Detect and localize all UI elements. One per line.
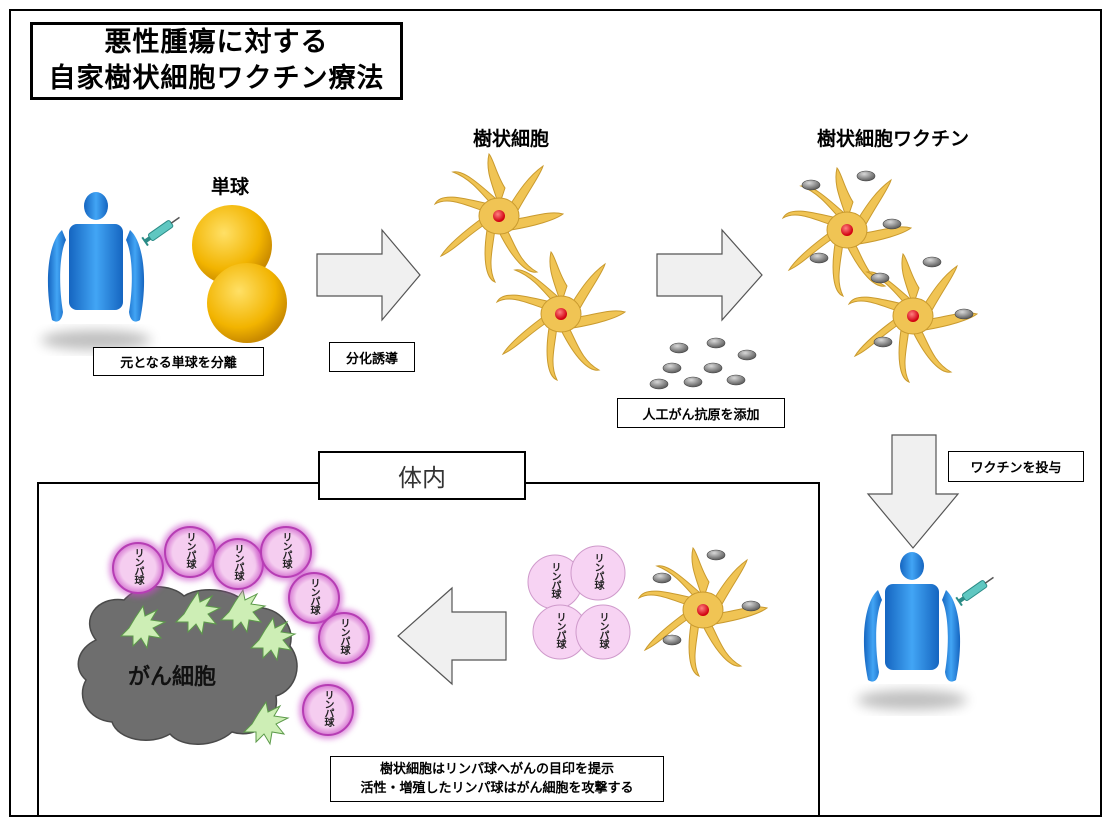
dendritic-cell-icon xyxy=(434,153,564,283)
caption-line1: 樹状細胞はリンパ球へがんの目印を提示 xyxy=(379,762,614,777)
label-add-antigen: 人工がん抗原を添加 xyxy=(617,398,785,428)
lymphocyte-label: リンパ球 xyxy=(549,562,560,598)
lymphocyte-label: リンパ球 xyxy=(338,618,349,654)
title-line1: 悪性腫瘍に対する xyxy=(104,27,329,58)
activated-lymphocytes xyxy=(109,523,373,739)
label-administer: ワクチンを投与 xyxy=(948,451,1084,482)
lymphocyte-label: リンパ球 xyxy=(280,532,291,568)
lymphocyte-label: リンパ球 xyxy=(322,690,333,726)
lymphocyte-label: リンパ球 xyxy=(554,612,565,648)
cancer-cell-label: がん細胞 xyxy=(128,665,217,690)
person-icon xyxy=(41,192,151,350)
arrow-down-icon xyxy=(866,434,960,549)
heading-monocyte: 単球 xyxy=(211,176,250,198)
antigen-cluster xyxy=(649,337,757,390)
arrow-right-icon xyxy=(316,228,421,322)
person-icon xyxy=(857,552,967,710)
syringe-icon xyxy=(955,572,998,607)
title-box: 悪性腫瘍に対する 自家樹状細胞ワクチン療法 xyxy=(30,22,403,100)
dendritic-vaccine-icon xyxy=(782,167,978,383)
monocyte-icon xyxy=(207,263,287,343)
arrow-left-icon xyxy=(397,586,507,686)
label-differentiate: 分化誘導 xyxy=(329,342,415,372)
label-separate: 元となる単球を分離 xyxy=(93,347,264,376)
lymphocyte-cluster xyxy=(527,545,631,660)
caption-line2: 活性・増殖したリンパ球はがん細胞を攻撃する xyxy=(360,781,634,796)
dendritic-cell-icon xyxy=(496,251,626,381)
lymphocyte-label: リンパ球 xyxy=(232,544,243,580)
title-line2: 自家樹状細胞ワクチン療法 xyxy=(48,63,385,94)
lymphocyte-label: リンパ球 xyxy=(597,612,608,648)
body-label: 体内 xyxy=(318,451,526,500)
contact-burst-icon xyxy=(119,588,297,746)
lymphocyte-label: リンパ球 xyxy=(308,578,319,614)
heading-dendritic-cell: 樹状細胞 xyxy=(473,128,550,150)
syringe-icon xyxy=(141,212,184,247)
lymphocyte-label: リンパ球 xyxy=(132,548,143,584)
arrow-right-icon xyxy=(656,228,763,322)
lymphocyte-label: リンパ球 xyxy=(592,553,603,589)
caption-box: 樹状細胞はリンパ球へがんの目印を提示 活性・増殖したリンパ球はがん細胞を攻撃する xyxy=(330,756,664,802)
heading-dendritic-vaccine: 樹状細胞ワクチン xyxy=(817,128,970,150)
lymphocyte-label: リンパ球 xyxy=(184,532,195,568)
